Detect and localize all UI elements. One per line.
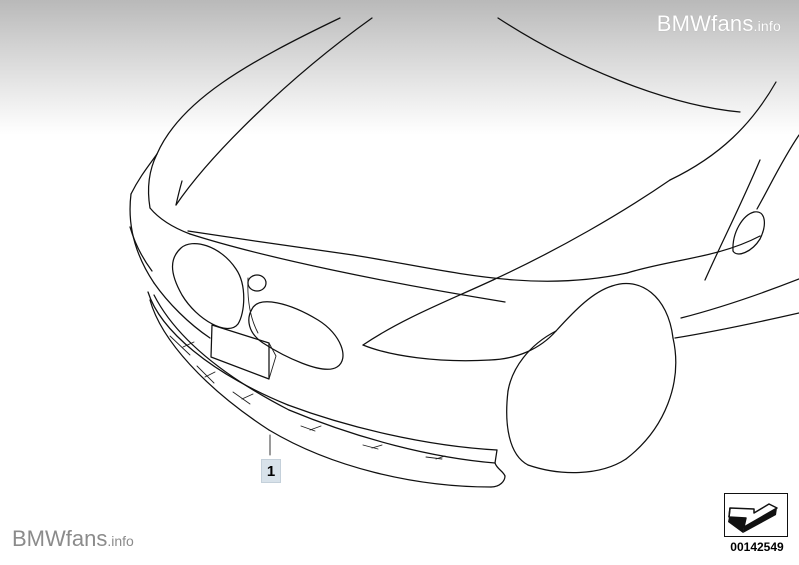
diagram-number: 00142549 — [730, 540, 784, 554]
front-lip-part — [147, 291, 506, 488]
arrow-icon — [728, 503, 778, 533]
watermark-bottom-main: BMWfans — [12, 526, 108, 551]
catalog-reference-icon — [724, 493, 788, 537]
top-gradient — [0, 0, 799, 135]
watermark-bottom-suffix: .info — [107, 533, 134, 549]
watermark-top-suffix: .info — [753, 18, 781, 34]
watermark-bottom: BMWfans.info — [12, 527, 134, 553]
car-body-lines — [129, 17, 799, 474]
watermark-top-main: BMWfans — [656, 11, 754, 36]
watermark-top: BMWfans.info — [657, 12, 781, 38]
grille-and-emblem — [171, 243, 344, 380]
part-callout: 1 — [261, 459, 281, 483]
